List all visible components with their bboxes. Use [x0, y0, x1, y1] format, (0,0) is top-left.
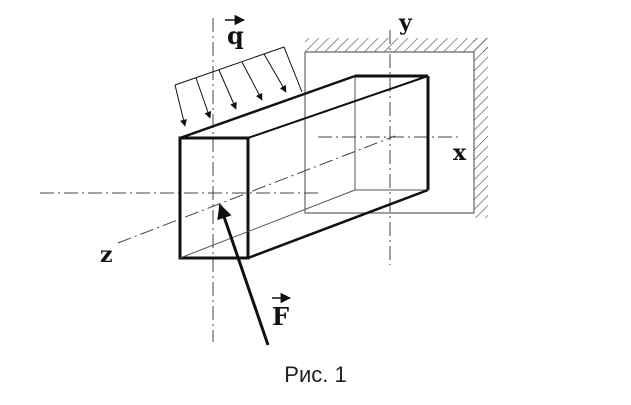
- load-diagram-outline: [174, 46, 303, 93]
- load-arrow-4: [263, 53, 287, 93]
- load-start-line: [174, 84, 187, 127]
- beam-front-face: [178, 136, 250, 260]
- x-axis-label: x: [453, 140, 467, 166]
- load-arrow-3: [241, 61, 263, 101]
- load-arrow-1: [195, 77, 212, 119]
- y-axis-label: y: [398, 10, 413, 36]
- wall-hatch-right: [474, 38, 488, 218]
- wall-support: [304, 38, 488, 218]
- force-f-label: F: [272, 292, 292, 331]
- f-label-text: F: [272, 302, 289, 331]
- beam-top-right-edge: [247, 75, 429, 139]
- q-label-text: q: [227, 21, 244, 50]
- distributed-load: [174, 46, 303, 127]
- wall-face: [304, 51, 475, 214]
- wall-hatch-top: [305, 38, 488, 52]
- figure-caption: Рис. 1: [284, 362, 347, 387]
- beam-top-left-edge: [179, 74, 356, 140]
- z-axis-label: z: [100, 242, 113, 268]
- force-f-arrow: [217, 203, 270, 346]
- force-f: [217, 203, 270, 346]
- z-axis-line: [117, 135, 396, 244]
- beam-back-face: [354, 76, 428, 191]
- load-arrow-2: [218, 69, 237, 110]
- beam-hidden-bottom-edge: [179, 189, 356, 259]
- beam-bottom-edge: [247, 188, 429, 260]
- beam: [178, 74, 430, 260]
- load-q-label: q: [225, 14, 246, 50]
